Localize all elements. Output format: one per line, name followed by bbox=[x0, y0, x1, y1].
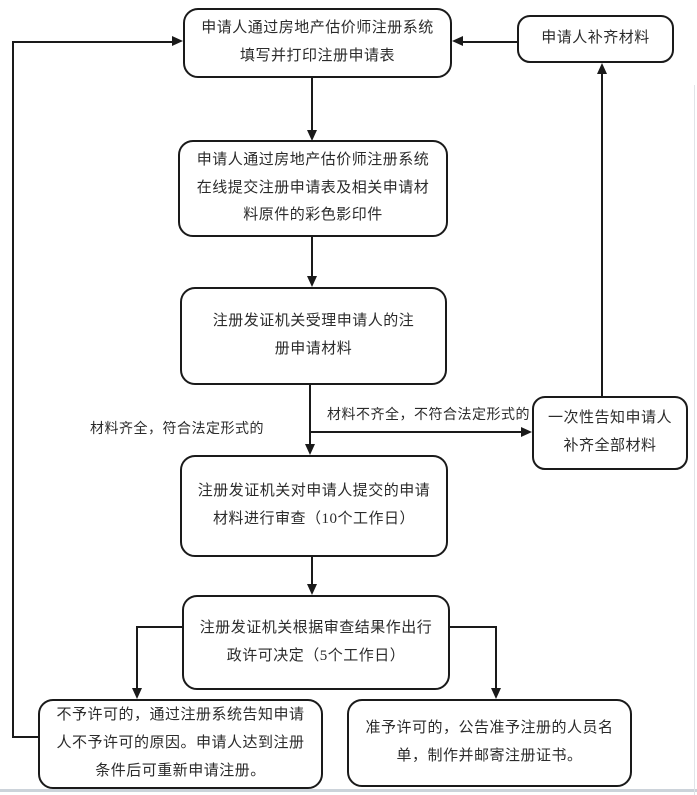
page-bottom-edge bbox=[0, 789, 697, 792]
edge-notify-resubmit-line bbox=[601, 73, 603, 396]
edge-decision-approved-hline bbox=[450, 626, 497, 628]
edge-review-decision-arrowhead-icon bbox=[307, 584, 317, 595]
node-fill-print-form: 申请人通过房地产估价师注册系统填写并打印注册申请表 bbox=[183, 8, 452, 78]
edge-resubmit-start-line bbox=[461, 41, 517, 43]
node-authority-accepts-label: 注册发证机关受理申请人的注册申请材料 bbox=[212, 313, 415, 357]
edge-submit-accept-line bbox=[311, 237, 313, 278]
edge-start-submit-line bbox=[311, 78, 313, 132]
node-decision-5-days: 注册发证机关根据审查结果作出行政许可决定（5个工作日） bbox=[182, 595, 450, 690]
edge-review-decision-line bbox=[311, 557, 313, 586]
edge-rejected-start-vline bbox=[12, 41, 14, 738]
edge-start-submit-arrowhead-icon bbox=[307, 130, 317, 141]
edge-accept-review-arrowhead-icon bbox=[305, 444, 315, 455]
node-one-time-notice-label: 一次性告知申请人补齐全部材料 bbox=[547, 410, 672, 454]
node-authority-accepts: 注册发证机关受理申请人的注册申请材料 bbox=[180, 287, 447, 385]
edge-rejected-start-bottom-hline bbox=[12, 736, 38, 738]
node-applicant-supplements: 申请人补齐材料 bbox=[517, 15, 674, 63]
edge-rejected-start-arrowhead-icon bbox=[172, 36, 183, 46]
edge-decision-approved-vline bbox=[495, 626, 497, 689]
node-submit-online: 申请人通过房地产估价师注册系统在线提交注册申请表及相关申请材料原件的彩色影印件 bbox=[178, 140, 448, 237]
node-submit-online-label: 申请人通过房地产估价师注册系统在线提交注册申请表及相关申请材料原件的彩色影印件 bbox=[196, 151, 430, 224]
node-rejected-label: 不予许可的，通过注册系统告知申请人不予许可的原因。申请人达到注册条件后可重新申请… bbox=[56, 707, 305, 779]
edge-notify-resubmit-arrowhead-icon bbox=[597, 63, 607, 74]
edge-branch-notify-line bbox=[310, 431, 521, 433]
edge-decision-rejected-hline bbox=[137, 626, 182, 628]
node-approved: 准予许可的，公告准予注册的人员名单，制作并邮寄注册证书。 bbox=[347, 699, 632, 787]
edge-branch-notify-arrowhead-icon bbox=[521, 427, 532, 437]
node-fill-print-form-label: 申请人通过房地产估价师注册系统填写并打印注册申请表 bbox=[201, 20, 434, 64]
node-one-time-notice: 一次性告知申请人补齐全部材料 bbox=[532, 396, 688, 470]
node-decision-5-days-label: 注册发证机关根据审查结果作出行政许可决定（5个工作日） bbox=[199, 619, 433, 664]
node-approved-label: 准予许可的，公告准予注册的人员名单，制作并邮寄注册证书。 bbox=[365, 720, 614, 764]
edge-resubmit-start-arrowhead-icon bbox=[452, 36, 463, 46]
edge-submit-accept-arrowhead-icon bbox=[307, 276, 317, 287]
page-right-edge bbox=[694, 85, 695, 795]
condition-label-materials-incomplete: 材料不齐全，不符合法定形式的 bbox=[327, 408, 530, 423]
node-review-10-days-label: 注册发证机关对申请人提交的申请材料进行审查（10个工作日） bbox=[197, 483, 431, 527]
node-rejected: 不予许可的，通过注册系统告知申请人不予许可的原因。申请人达到注册条件后可重新申请… bbox=[38, 699, 323, 789]
edge-accept-review-line bbox=[309, 385, 311, 445]
edge-decision-rejected-vline bbox=[136, 626, 138, 689]
node-applicant-supplements-label: 申请人补齐材料 bbox=[541, 30, 650, 47]
edge-decision-approved-arrowhead-icon bbox=[491, 688, 501, 699]
edge-rejected-start-top-hline bbox=[12, 41, 173, 43]
condition-label-materials-complete: 材料齐全，符合法定形式的 bbox=[90, 422, 264, 437]
node-review-10-days: 注册发证机关对申请人提交的申请材料进行审查（10个工作日） bbox=[180, 455, 448, 557]
edge-decision-rejected-arrowhead-icon bbox=[132, 688, 142, 699]
